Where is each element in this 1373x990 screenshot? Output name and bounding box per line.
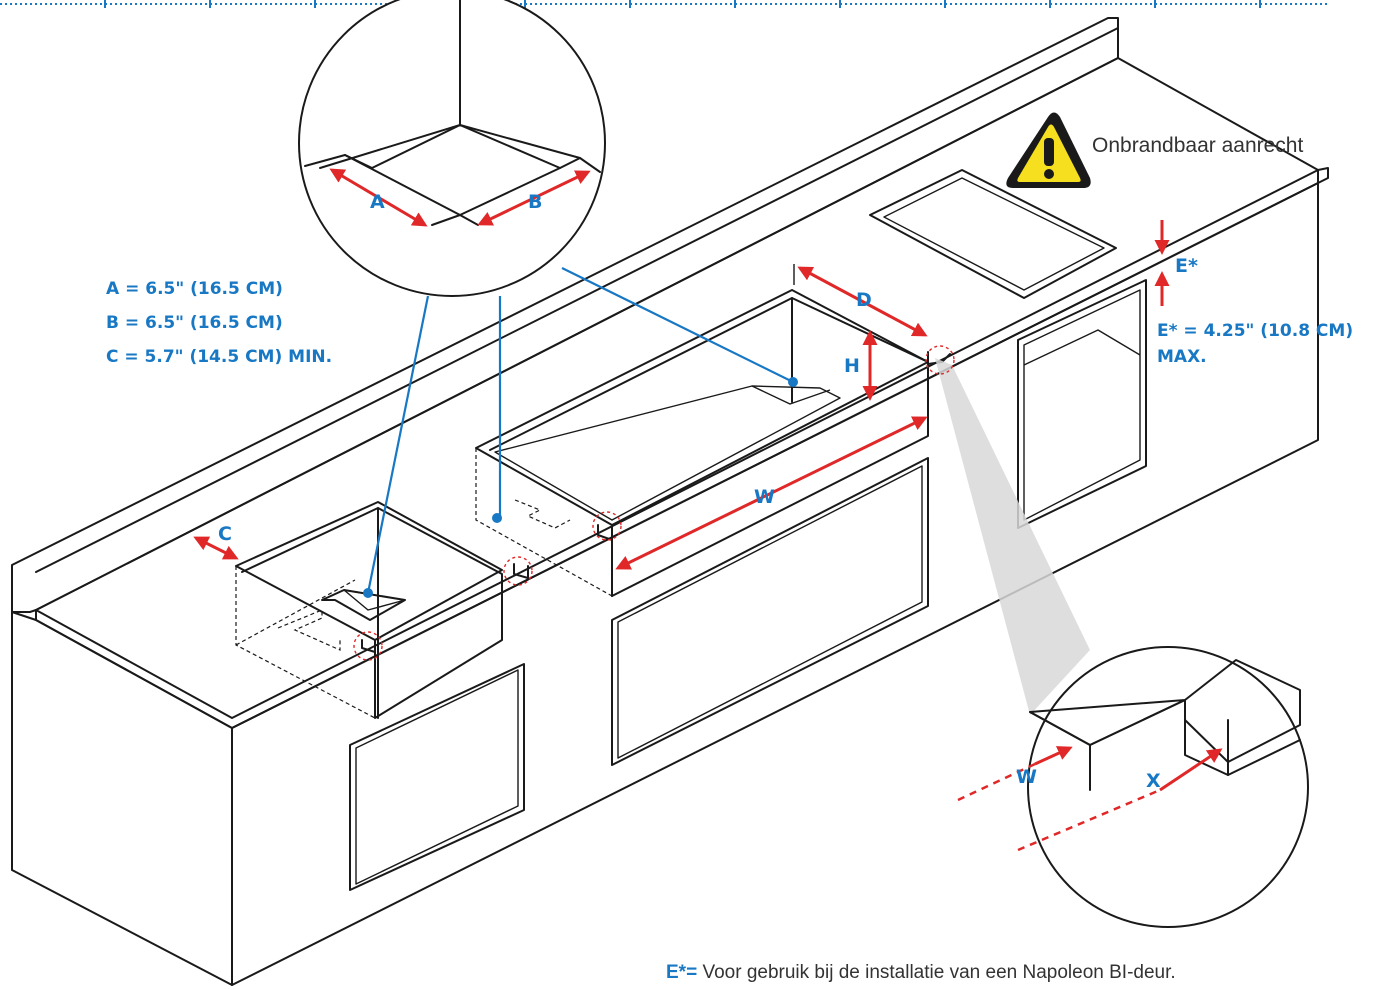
leader-lines [363, 267, 798, 598]
label-b: B [528, 191, 542, 213]
detail-projection-beam [935, 358, 1090, 715]
warning-triangle-icon [1006, 112, 1091, 188]
label-d: D [856, 289, 872, 311]
left-cutout [235, 501, 503, 719]
e-max-line1: E* = 4.25" (10.8 CM) [1157, 321, 1354, 341]
dimension-legend: A = 6.5" (16.5 CM) B = 6.5" (16.5 CM) C … [106, 272, 332, 374]
legend-c: C = 5.7" (14.5 CM) MIN. [106, 347, 333, 367]
dimension-arrows [193, 220, 1170, 570]
label-h: H [844, 355, 860, 377]
detail-w-label: W [1016, 766, 1037, 788]
footnote-key: E*= [666, 962, 698, 983]
right-cutout [869, 169, 1117, 299]
detail-x-label: X [1146, 770, 1161, 792]
corner-detail-magnifier [298, 0, 606, 297]
island-body [11, 17, 1329, 986]
legend-b: B = 6.5" (16.5 CM) [106, 313, 283, 333]
label-a: A [370, 191, 385, 213]
footnote: E*= Voor gebruik bij de installatie van … [666, 962, 1176, 984]
grill-cutout [475, 289, 951, 597]
label-w: W [754, 486, 775, 508]
notch-detail-magnifier: W X [957, 646, 1309, 928]
footnote-text: Voor gebruik bij de installatie van een … [697, 962, 1176, 983]
label-e-star: E* [1175, 255, 1198, 277]
warning-text: Onbrandbaar aanrecht [1092, 134, 1303, 157]
e-max-line2: MAX. [1157, 347, 1207, 367]
e-star-max-note: E* = 4.25" (10.8 CM) MAX. [1157, 318, 1353, 370]
label-c: C [218, 523, 232, 545]
legend-a: A = 6.5" (16.5 CM) [106, 279, 283, 299]
